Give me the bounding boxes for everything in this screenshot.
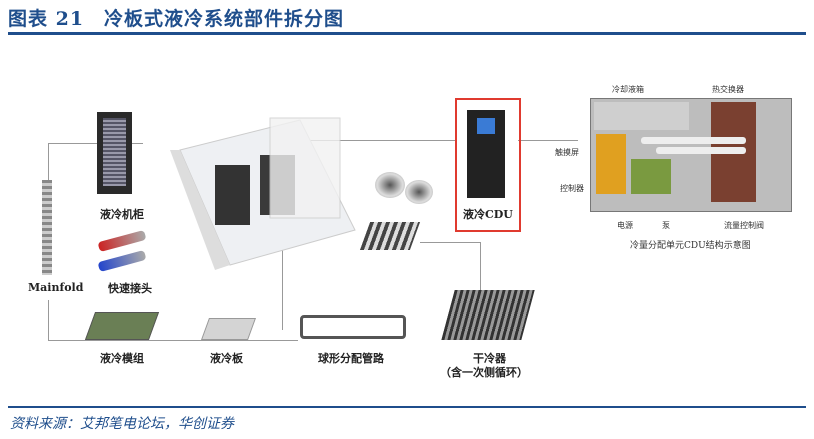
piping-label: 球形分配管路 xyxy=(318,352,384,365)
dry-cooler-image xyxy=(441,290,535,340)
cdu-highlight-box: 液冷CDU xyxy=(455,98,521,232)
touch-label: 触摸屏 xyxy=(555,148,579,157)
hx-label: 热交换器 xyxy=(712,85,744,94)
cdu-structure-image xyxy=(590,98,792,212)
connector-line xyxy=(282,240,283,330)
cabinet-label: 液冷机柜 xyxy=(100,208,144,221)
pump-image xyxy=(375,172,405,198)
connector-line xyxy=(518,140,578,141)
pump-label: 泵 xyxy=(662,221,670,230)
cdu-label: 液冷CDU xyxy=(463,208,513,221)
dry-cooler-note: （含一次侧循环） xyxy=(440,366,528,379)
controller-label: 控制器 xyxy=(560,184,584,193)
footer-rule xyxy=(8,406,806,408)
power-label: 电源 xyxy=(617,221,633,230)
module-image xyxy=(84,312,160,340)
cdu-image xyxy=(467,110,505,198)
tank-label: 冷却液箱 xyxy=(612,85,644,94)
fan-unit-image xyxy=(359,222,421,250)
dry-cooler-label: 干冷器 xyxy=(473,352,506,365)
manifold-image xyxy=(42,180,52,275)
pump-image xyxy=(405,180,433,204)
piping-image xyxy=(300,315,406,339)
figure-title: 图表 21 冷板式液冷系统部件拆分图 xyxy=(8,8,345,30)
source-note: 资料来源：艾邦笔电论坛，华创证券 xyxy=(10,416,234,432)
cdu-caption: 冷量分配单元CDU结构示意图 xyxy=(630,241,751,251)
connector-line xyxy=(480,242,481,292)
quick-connector-image xyxy=(97,249,147,273)
cabinet-image xyxy=(97,112,132,194)
valve-label: 流量控制阀 xyxy=(724,221,764,230)
connector-line xyxy=(48,143,143,144)
quick-connector-label: 快速接头 xyxy=(108,282,152,295)
module-label: 液冷模组 xyxy=(100,352,144,365)
cold-plate-label: 液冷板 xyxy=(210,352,243,365)
title-rule xyxy=(8,32,806,35)
connector-line xyxy=(298,140,456,141)
manifold-label: Mainfold xyxy=(28,281,84,294)
quick-connector-image xyxy=(97,229,147,253)
connector-line xyxy=(420,242,480,243)
cold-plate-image xyxy=(200,318,257,340)
data-hall-image xyxy=(170,117,356,270)
connector-line xyxy=(48,340,298,341)
connector-line xyxy=(48,143,49,183)
connector-line xyxy=(48,300,49,340)
